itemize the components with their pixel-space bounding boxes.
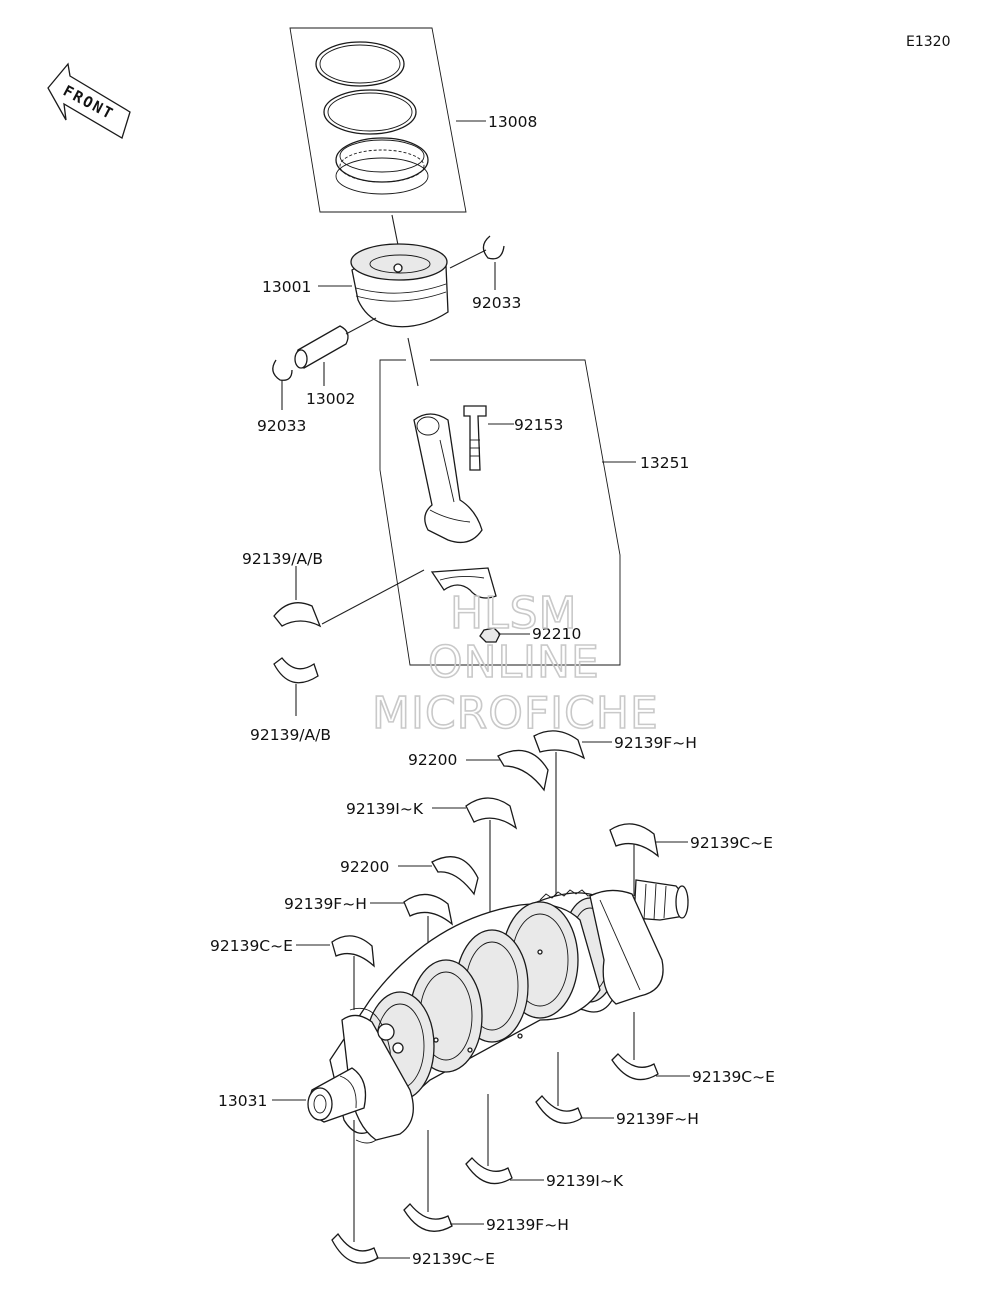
label-92139ik-lower: 92139I~K <box>546 1172 624 1190</box>
main-bearing-upper-ce-left: 92139C~E <box>210 935 375 1010</box>
main-bearing-lower-fh-right: 92139F~H <box>535 1052 699 1128</box>
label-13251: 13251 <box>640 454 689 472</box>
piston-pin: 13002 <box>294 317 377 408</box>
conrod-bearing-lower: 92139/A/B <box>250 657 331 744</box>
svg-text:ONLINE: ONLINE <box>428 637 600 688</box>
main-bearing-lower-ik: 92139I~K <box>465 1094 624 1190</box>
main-bearing-upper-fh-left: 92139F~H <box>284 893 453 990</box>
oil-ring <box>335 137 429 183</box>
label-13001: 13001 <box>262 278 311 296</box>
main-bearing-upper-ce-right: 92139C~E <box>609 823 773 896</box>
label-92139ik-upper: 92139I~K <box>346 800 424 818</box>
label-92210: 92210 <box>532 625 581 643</box>
main-bearing-lower-ce-left: 92139C~E <box>331 1120 495 1268</box>
watermark: HLSM ONLINE MICROFICHE <box>371 587 659 740</box>
main-bearing-upper-fh-top: 92139F~H <box>533 730 697 898</box>
label-92153: 92153 <box>514 416 563 434</box>
conrod-assembly-group: 13251 92153 92210 <box>379 337 689 666</box>
front-arrow-icon: FRONT <box>47 62 131 139</box>
diagram-code: E1320 <box>906 34 950 50</box>
circlip-left: 92033 <box>257 359 306 435</box>
label-92139ce-right: 92139C~E <box>690 834 773 852</box>
label-13002: 13002 <box>306 390 355 408</box>
label-92139fh-lower-left: 92139F~H <box>486 1216 569 1234</box>
label-92033-right: 92033 <box>472 294 521 312</box>
circlip-right: 92033 <box>449 235 521 312</box>
label-92139fh-lower-right: 92139F~H <box>616 1110 699 1128</box>
label-92139-ab-lower: 92139/A/B <box>250 726 331 744</box>
conrod-bearing-upper: 92139/A/B <box>242 550 425 628</box>
piston: 13001 <box>262 214 449 328</box>
label-92200-2: 92200 <box>340 858 389 876</box>
piston-rings-group: 13008 <box>289 27 537 213</box>
label-92139fh-left: 92139F~H <box>284 895 367 913</box>
label-13008: 13008 <box>488 113 537 131</box>
svg-text:MICROFICHE: MICROFICHE <box>372 688 659 739</box>
label-92139-ab-upper: 92139/A/B <box>242 550 323 568</box>
second-ring <box>323 89 417 135</box>
svg-text:HLSM: HLSM <box>450 588 578 639</box>
label-92033-left: 92033 <box>257 417 306 435</box>
main-bearing-lower-ce-right: 92139C~E <box>611 1012 775 1086</box>
label-13031: 13031 <box>218 1092 267 1110</box>
label-92139ce-lower-left: 92139C~E <box>412 1250 495 1268</box>
crankshaft: 13031 <box>218 879 689 1144</box>
label-92139ce-lower-right: 92139C~E <box>692 1068 775 1086</box>
thrust-washer-upper-1: 92200 <box>408 749 549 792</box>
label-92139ce-left: 92139C~E <box>210 937 293 955</box>
top-ring <box>315 41 405 87</box>
label-92139fh-top: 92139F~H <box>614 734 697 752</box>
main-bearing-lower-fh-left: 92139F~H <box>403 1130 569 1234</box>
thrust-washer-upper-2: 92200 <box>340 856 479 896</box>
label-92200-1: 92200 <box>408 751 457 769</box>
